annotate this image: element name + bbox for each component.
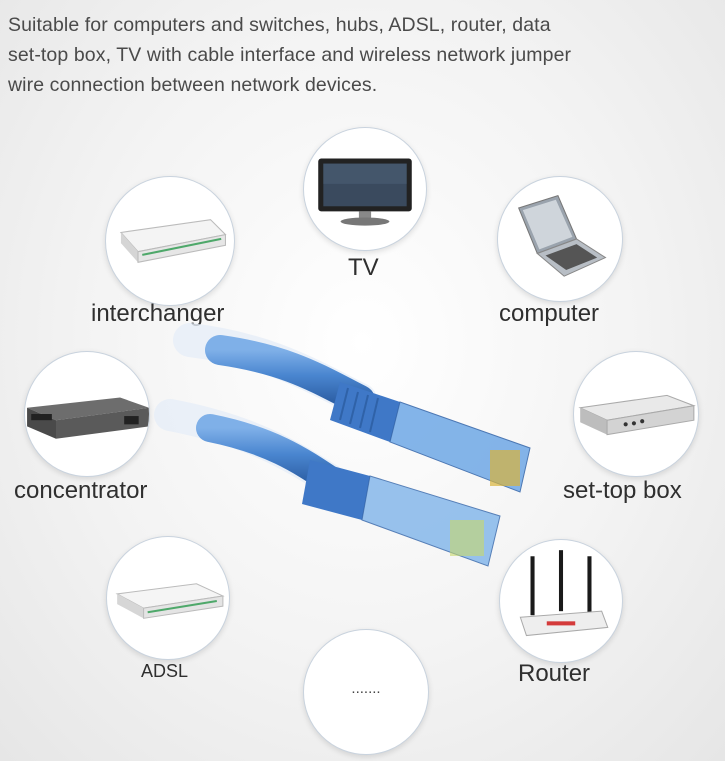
switch-icon <box>119 219 227 263</box>
router-icon <box>519 550 609 637</box>
headline-text: Suitable for computers and switches, hub… <box>8 10 720 100</box>
headline-line: wire connection between network devices. <box>8 74 378 96</box>
more-devices-dots: ....... <box>351 680 381 697</box>
device-circle-settop <box>573 351 699 477</box>
device-label-router: Router <box>518 660 591 687</box>
tv-icon <box>318 158 412 226</box>
headline-line: set-top box, TV with cable interface and… <box>8 44 572 66</box>
device-label-computer: computer <box>499 300 600 327</box>
ethernet-cable-icon <box>154 323 531 567</box>
device-circle-concentrator <box>24 351 150 477</box>
device-circle-more: ....... <box>303 629 429 755</box>
device-circle-interchanger <box>105 176 235 306</box>
headline-line: Suitable for computers and switches, hub… <box>8 14 551 36</box>
laptop-icon <box>517 194 607 277</box>
device-label-concentrator: concentrator <box>14 477 148 504</box>
device-circle-tv <box>303 127 427 251</box>
hub-icon <box>27 397 149 439</box>
modem-icon <box>115 583 225 619</box>
device-label-tv: TV <box>348 254 379 281</box>
device-label-settop: set-top box <box>563 477 682 504</box>
device-circle-router <box>499 539 623 663</box>
device-circle-computer <box>497 176 623 302</box>
device-label-adsl: ADSL <box>141 661 189 681</box>
device-label-interchanger: interchanger <box>91 300 225 327</box>
device-circle-adsl <box>106 536 230 660</box>
set-top-box-icon <box>578 394 696 436</box>
